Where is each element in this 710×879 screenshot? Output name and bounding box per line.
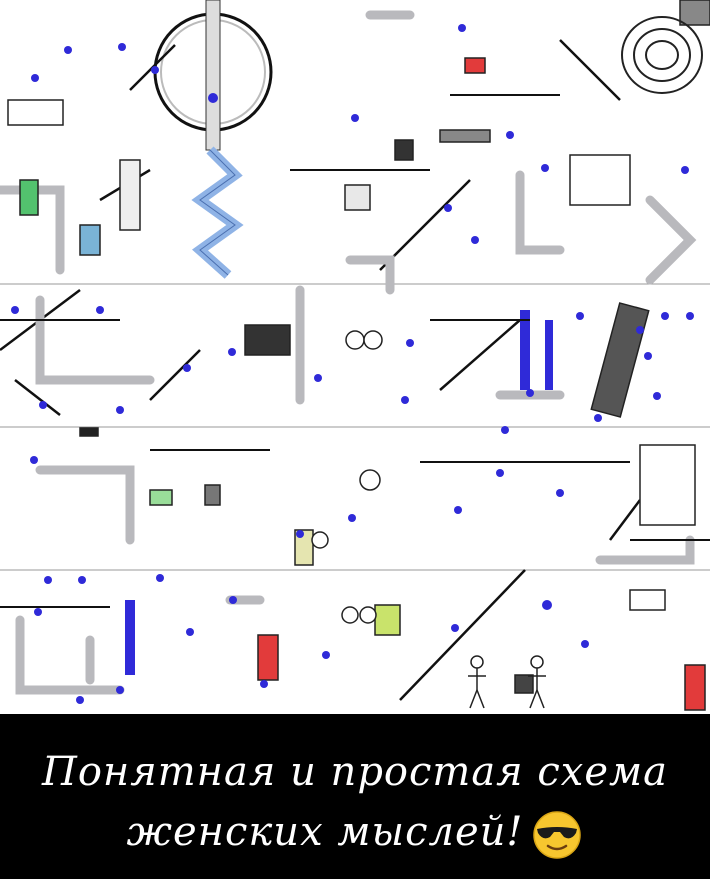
stick-figures [468, 655, 546, 709]
rails [0, 94, 710, 608]
gauges [311, 330, 383, 624]
caption-line-1: Понятная и простая схема [41, 749, 669, 795]
machine-diagram-drawing [0, 0, 710, 711]
spiral-track [621, 16, 703, 94]
machine-parts [7, 0, 710, 711]
machine-diagram [0, 0, 710, 714]
caption-line-2-wrap: женских мыслей! [0, 802, 710, 862]
caption: Понятная и простая схема женских мыслей! [0, 742, 710, 862]
shelf-lines [0, 283, 710, 571]
blue-balls [11, 24, 694, 704]
sunglasses-face-icon [531, 809, 583, 861]
caption-line-2: женских мыслей! [126, 809, 524, 855]
blue-bars [125, 310, 553, 675]
caption-band: Понятная и простая схема женских мыслей! [0, 714, 710, 879]
